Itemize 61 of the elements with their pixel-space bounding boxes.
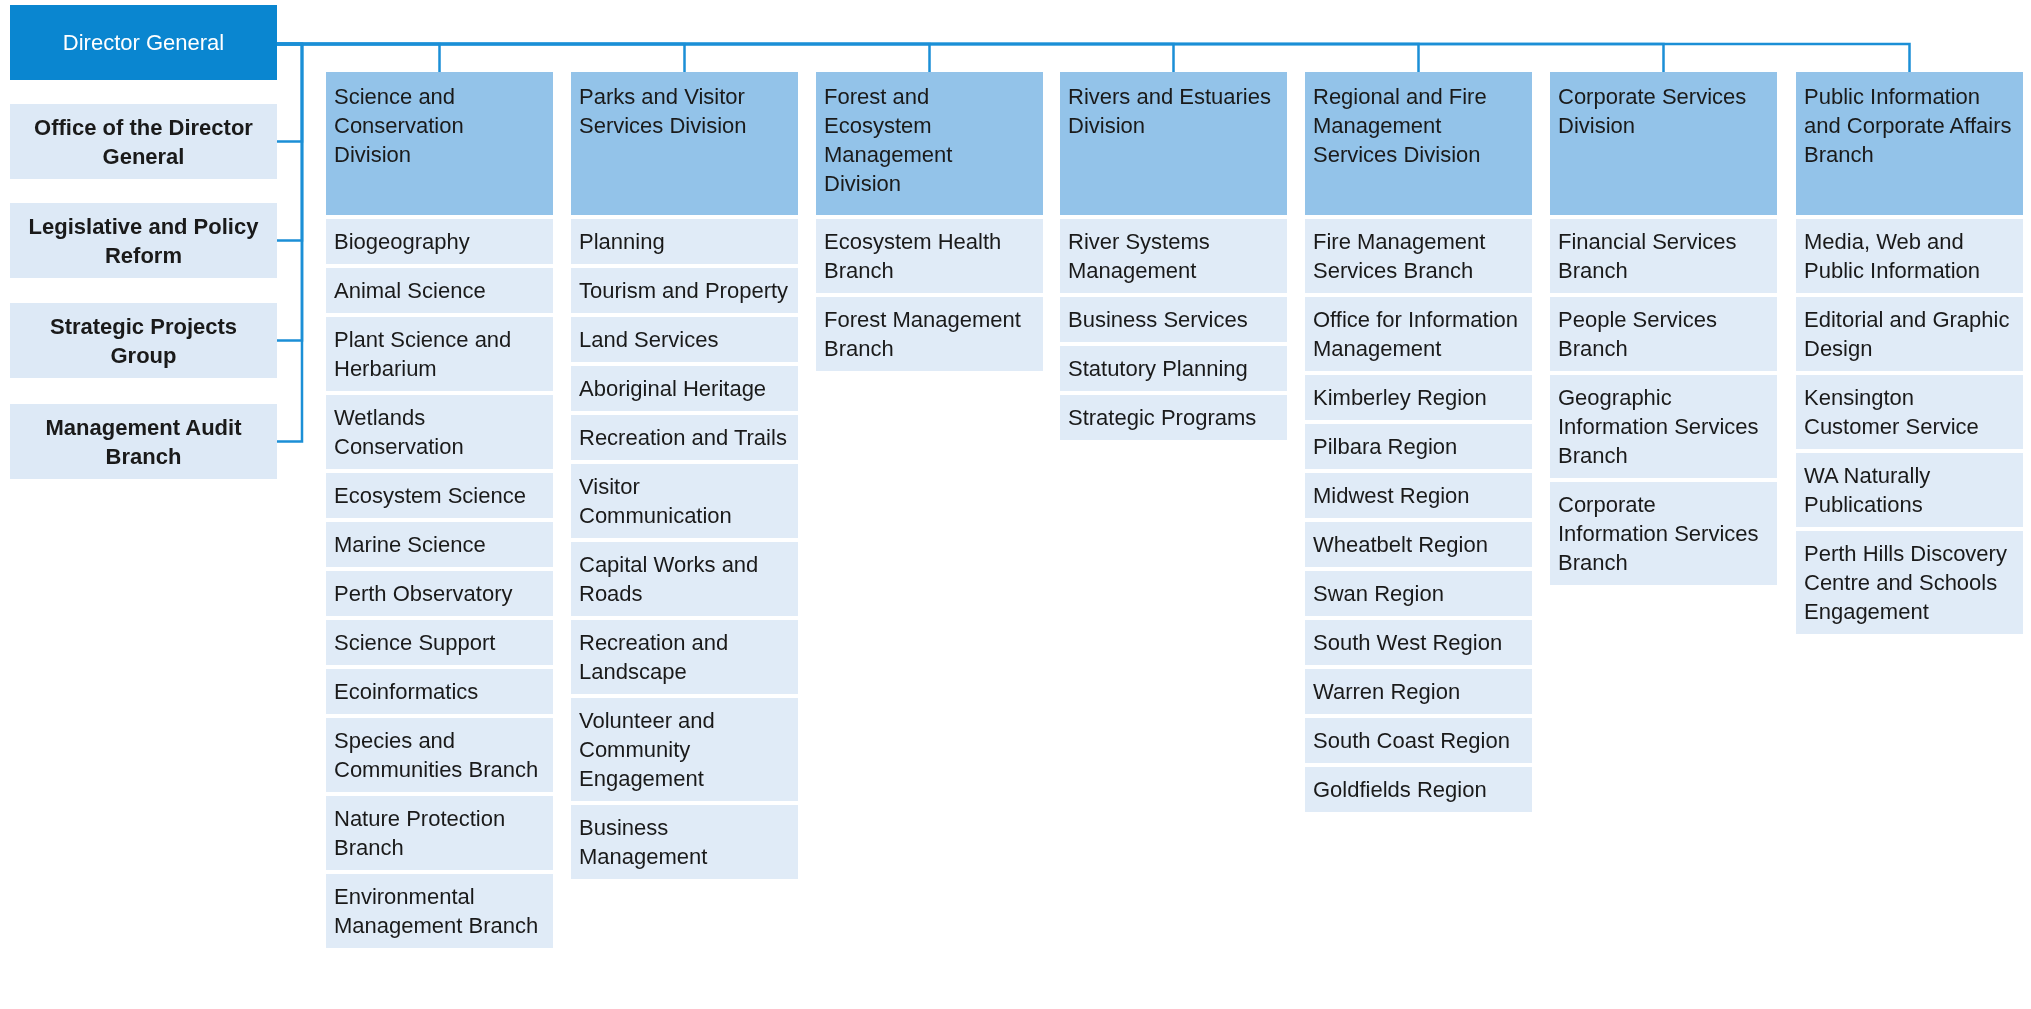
branch-box: Strategic Programs: [1060, 395, 1287, 440]
office-box: Strategic Projects Group: [10, 303, 277, 378]
branch-box: Goldfields Region: [1305, 767, 1532, 812]
branch-box: Capital Works and Roads: [571, 542, 798, 616]
branch-box: Recreation and Trails: [571, 415, 798, 460]
connector-line: [277, 42, 304, 443]
branch-box: Biogeography: [326, 219, 553, 264]
branch-box: Plant Science and Herbarium: [326, 317, 553, 391]
division-header: Regional and Fire Management Services Division: [1305, 72, 1532, 215]
branch-box: River Systems Management: [1060, 219, 1287, 293]
office-box: Management Audit Branch: [10, 404, 277, 479]
director-box: Director General: [10, 5, 277, 80]
branch-box: Media, Web and Public Information: [1796, 219, 2023, 293]
branch-box: Swan Region: [1305, 571, 1532, 616]
branch-box: Warren Region: [1305, 669, 1532, 714]
branch-box: Fire Management Services Branch: [1305, 219, 1532, 293]
branch-box: Ecoinformatics: [326, 669, 553, 714]
branch-box: Kensington Customer Service: [1796, 375, 2023, 449]
branch-box: Forest Management Branch: [816, 297, 1043, 371]
branch-box: People Services Branch: [1550, 297, 1777, 371]
division-header: Rivers and Estuaries Division: [1060, 72, 1287, 215]
branch-box: Corporate Information Services Branch: [1550, 482, 1777, 585]
branch-box: Environmental Management Branch: [326, 874, 553, 948]
branch-box: Perth Observatory: [326, 571, 553, 616]
branch-box: Perth Hills Discovery Centre and Schools Engagement: [1796, 531, 2023, 634]
branch-box: Science Support: [326, 620, 553, 665]
branch-box: Tourism and Property: [571, 268, 798, 313]
branch-box: Ecosystem Science: [326, 473, 553, 518]
branch-box: Kimberley Region: [1305, 375, 1532, 420]
division-header: Forest and Ecosystem Management Division: [816, 72, 1043, 215]
branch-box: Aboriginal Heritage: [571, 366, 798, 411]
branch-box: Visitor Communication: [571, 464, 798, 538]
branch-box: Editorial and Graphic Design: [1796, 297, 2023, 371]
branch-box: Business Services: [1060, 297, 1287, 342]
branch-box: South Coast Region: [1305, 718, 1532, 763]
branch-box: Wheatbelt Region: [1305, 522, 1532, 567]
branch-box: Pilbara Region: [1305, 424, 1532, 469]
division-header: Corporate Services Division: [1550, 72, 1777, 215]
branch-box: Marine Science: [326, 522, 553, 567]
branch-box: South West Region: [1305, 620, 1532, 665]
branch-box: Wetlands Conservation: [326, 395, 553, 469]
branch-box: Volunteer and Community Engagement: [571, 698, 798, 801]
office-box: Legislative and Policy Reform: [10, 203, 277, 278]
branch-box: Ecosystem Health Branch: [816, 219, 1043, 293]
branch-box: Planning: [571, 219, 798, 264]
branch-box: WA Naturally Publications: [1796, 453, 2023, 527]
branch-box: Species and Communities Branch: [326, 718, 553, 792]
branch-box: Recreation and Landscape: [571, 620, 798, 694]
division-header: Science and Conservation Division: [326, 72, 553, 215]
branch-box: Office for Information Management: [1305, 297, 1532, 371]
branch-box: Animal Science: [326, 268, 553, 313]
division-header: Public Information and Corporate Affairs Branch: [1796, 72, 2023, 215]
division-header: Parks and Visitor Services Division: [571, 72, 798, 215]
branch-box: Midwest Region: [1305, 473, 1532, 518]
branch-box: Statutory Planning: [1060, 346, 1287, 391]
branch-box: Nature Protection Branch: [326, 796, 553, 870]
branch-box: Financial Services Branch: [1550, 219, 1777, 293]
office-box: Office of the Director General: [10, 104, 277, 179]
branch-box: Geographic Information Services Branch: [1550, 375, 1777, 478]
branch-box: Land Services: [571, 317, 798, 362]
branch-box: Business Management: [571, 805, 798, 879]
